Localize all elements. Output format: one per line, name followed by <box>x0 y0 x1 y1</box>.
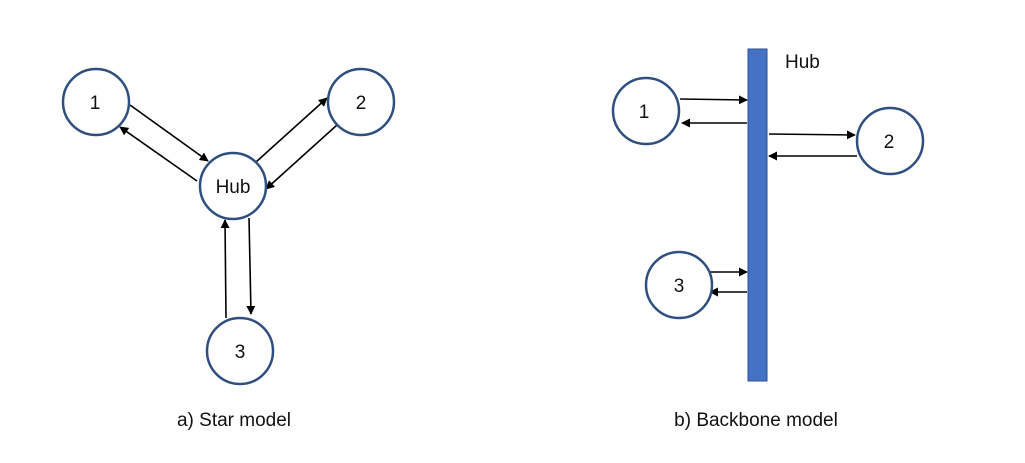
arrow-2-to-hub <box>265 124 338 190</box>
arrow-bus-to-b2 <box>768 130 856 140</box>
backbone-node-3: 3 <box>644 250 714 320</box>
star-model-caption: a) Star model <box>177 410 291 431</box>
star-node-3: 3 <box>205 316 275 386</box>
star-node-2-label: 2 <box>356 93 367 114</box>
arrow-hub-to-1 <box>119 126 198 182</box>
star-node-3-label: 3 <box>235 342 246 363</box>
arrow-b1-to-bus <box>679 95 748 105</box>
star-hub-label: Hub <box>216 177 251 198</box>
backbone-node-3-label: 3 <box>674 276 685 297</box>
backbone-node-1-label: 1 <box>639 102 650 123</box>
backbone-node-2-label: 2 <box>884 132 895 153</box>
star-node-2: 2 <box>326 67 396 137</box>
arrow-1-to-hub <box>129 104 209 162</box>
star-hub-node: Hub <box>198 151 268 221</box>
backbone-model-caption: b) Backbone model <box>674 410 838 431</box>
arrow-3-to-hub <box>220 219 230 319</box>
star-model: 1 2 Hub 3 a) Star model <box>61 67 396 431</box>
backbone-node-2: 2 <box>855 106 925 176</box>
star-node-1: 1 <box>61 67 131 137</box>
arrow-hub-to-3 <box>246 217 256 315</box>
arrow-hub-to-2 <box>255 97 328 163</box>
backbone-hub-label: Hub <box>785 52 820 73</box>
backbone-node-1: 1 <box>611 76 681 146</box>
backbone-bar <box>747 48 768 382</box>
star-node-1-label: 1 <box>90 93 101 114</box>
backbone-model: Hub 1 2 3 b) Backbone model <box>611 48 925 431</box>
